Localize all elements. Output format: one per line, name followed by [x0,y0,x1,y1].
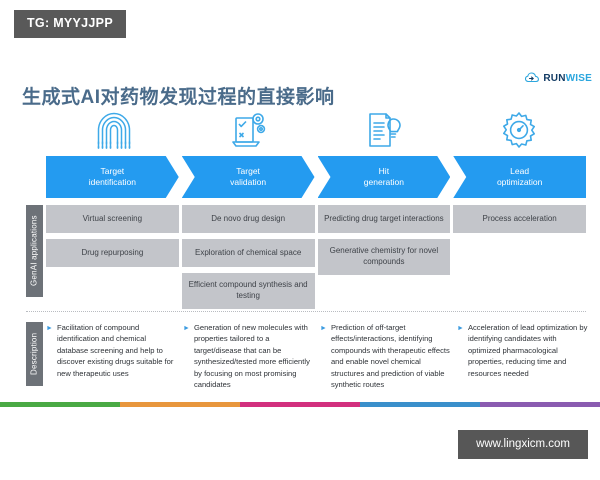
document-lightbulb-icon [366,110,402,155]
stage-label-line1: Target [100,165,125,176]
application-box[interactable]: De novo drug design [181,205,315,233]
fingerprint-icon [97,110,131,155]
bullet-arrow-icon: ► [457,325,464,332]
application-box[interactable]: Virtual screening [46,205,179,233]
stage-label-line1: Target [236,165,260,176]
stage-hit-generation[interactable]: Hit generation [318,156,451,198]
description-item: ► Acceleration of lead optimization by i… [457,322,588,390]
gear-gauge-icon [500,111,538,154]
bullet-arrow-icon: ► [320,325,327,332]
stage-label-line2: generation [363,177,404,187]
gradient-segment-2 [120,402,240,407]
top-watermark-badge: TG: MYYJJPP [14,10,126,38]
stage-icon-cell-2 [181,108,316,156]
clipboard-gears-icon [231,110,267,155]
description-item: ► Prediction of off-target effects/inter… [320,322,451,390]
descriptions-grid: ► Facilitation of compound identificatio… [46,322,588,390]
gradient-segment-4 [360,402,480,407]
description-item: ► Facilitation of compound identificatio… [46,322,177,390]
stage-icon-cell-1 [46,108,181,156]
stage-icon-cell-4 [451,108,586,156]
logo-text-run: RUN [543,73,566,84]
description-text: Generation of new molecules with propert… [193,323,310,389]
stage-label-line1: Lead [510,165,530,176]
bottom-watermark-url: www.lingxicm.com [458,429,588,459]
application-box[interactable]: Exploration of chemical space [181,239,315,267]
application-box[interactable]: Predicting drug target interactions [317,205,451,233]
stage-target-validation[interactable]: Target validation [182,156,315,198]
application-box[interactable]: Generative chemistry for novel compounds [317,239,451,275]
description-text: Facilitation of compound identification … [56,323,174,378]
application-box[interactable]: Drug repurposing [46,239,179,267]
applications-column-2: De novo drug design Exploration of chemi… [181,205,315,309]
stage-icon-cell-3 [316,108,451,156]
section-divider [26,311,586,312]
description-text: Acceleration of lead optimization by ide… [467,323,588,378]
stage-label: Target validation [224,166,272,189]
stage-label-line2: optimization [496,177,543,187]
stage-label: Target identification [83,166,142,189]
description-text: Prediction of off-target effects/interac… [330,323,450,389]
applications-column-3: Predicting drug target interactions Gene… [317,205,451,309]
bullet-arrow-icon: ► [183,325,190,332]
row-label-genai-applications: GenAI applications [26,205,43,297]
stage-label-line1: Hit [378,165,390,176]
logo-text: RUNWISE [543,74,592,84]
gradient-segment-3 [240,402,360,407]
bullet-arrow-icon: ► [46,325,53,332]
applications-grid: Virtual screening Drug repurposing De no… [46,205,586,309]
stage-label: Lead optimization [491,166,548,189]
application-box[interactable]: Efficient compound synthesis and testing [181,273,315,309]
stage-flow-banner: Target identification Target validation … [46,156,586,198]
description-item: ► Generation of new molecules with prope… [183,322,314,390]
page-title: 生成式AI对药物发现过程的直接影响 [22,87,335,108]
application-box[interactable]: Process acceleration [453,205,586,233]
runwise-logo: RUNWISE [525,70,592,88]
stage-target-identification[interactable]: Target identification [46,156,179,198]
logo-text-wise: WISE [565,73,592,84]
stage-label: Hit generation [358,166,410,189]
gradient-segment-1 [0,402,120,407]
applications-column-4: Process acceleration [453,205,586,309]
footer-gradient-bar [0,402,600,407]
applications-column-1: Virtual screening Drug repurposing [46,205,179,309]
row-label-description: Description [26,322,43,386]
stage-label-line2: identification [88,177,136,187]
stage-label-line2: validation [230,177,267,187]
cloud-arrow-icon [525,70,540,88]
gradient-segment-5 [480,402,600,407]
stage-icons-row [46,108,586,156]
stage-lead-optimization[interactable]: Lead optimization [453,156,586,198]
